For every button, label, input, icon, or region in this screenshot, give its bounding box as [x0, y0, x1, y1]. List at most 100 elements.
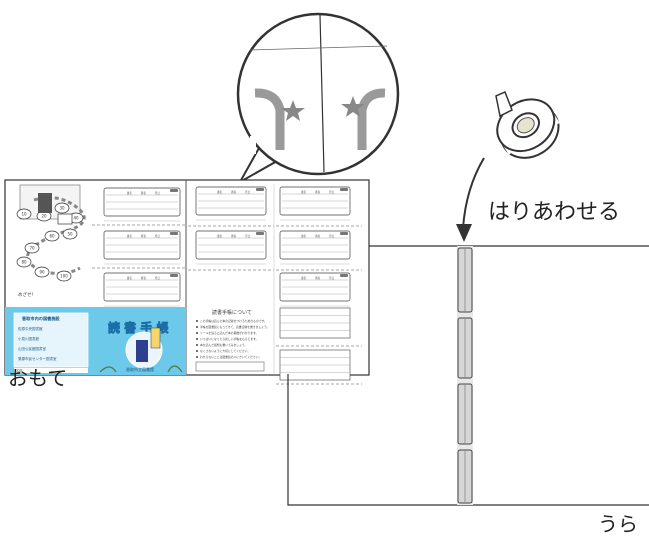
record-header: 月日: [155, 234, 161, 238]
rule-item: 手帳を図書館にもってきて、読書記録を書きましょう。: [200, 325, 269, 329]
bullet-icon: [196, 320, 198, 322]
record-cards-page3: 書名著者月日書名著者月日書名著者月日: [279, 186, 351, 381]
record-header: 書名: [127, 276, 133, 280]
record-header: 著者: [315, 276, 321, 280]
iris-flower-icon: [99, 365, 183, 373]
tape-end: [495, 90, 513, 118]
library-item: 栗源市民センター図書室: [18, 356, 57, 361]
record-header: 月日: [329, 234, 335, 238]
tape-instruction-label: はりあわせる: [488, 200, 621, 225]
record-header: 著者: [141, 191, 147, 195]
rule-item: わからないことは図書館の人にきいてください。: [200, 355, 261, 359]
record-card: 書名 著者 月日: [279, 272, 351, 307]
bullet-icon: [196, 332, 198, 334]
milestone-label: 80: [21, 260, 27, 265]
record-card: 書名 著者 月日: [195, 230, 267, 265]
record-table: [279, 349, 351, 381]
record-header: 月日: [155, 276, 161, 280]
record-header: 月日: [245, 190, 251, 194]
milestone-bubble: [54, 202, 70, 214]
bullet-icon: [196, 356, 198, 358]
record-header: 月日: [245, 234, 251, 238]
rule-item: なくさないように大切にしてください。: [200, 349, 250, 353]
record-header: 書名: [127, 191, 133, 195]
record-header: 著者: [141, 276, 147, 280]
rules-title: 読書手帳について: [212, 309, 252, 316]
record-card: 書名 著者 月日: [279, 230, 351, 265]
tape-roll-icon: [495, 90, 560, 159]
record-cards-page2: 書名著者月日書名著者月日: [195, 186, 267, 265]
magnifier-seam-line: [319, 14, 325, 173]
record-header: 書名: [301, 234, 307, 238]
rule-item: シールを貼ると読んだ本の冊数がわかります。: [200, 331, 258, 335]
milestone-bubble: [62, 228, 78, 240]
record-card: 書名 著者 月日: [103, 230, 181, 265]
milestone-label: 40: [73, 216, 79, 221]
front-side-label: おもて: [8, 366, 68, 390]
record-header: 著者: [231, 234, 237, 238]
record-header: 書名: [127, 234, 133, 238]
booklet-back: [287, 245, 649, 506]
record-header: 著者: [315, 234, 321, 238]
rules-list: この手帳は読んだ本の記録をつけるためのものです。手帳を図書館にもってきて、読書記…: [196, 319, 269, 359]
milestone-bubble: [24, 242, 40, 254]
milestone-bubble: [16, 256, 32, 268]
milestone-label: 50: [67, 232, 73, 237]
binding-curve-left: [254, 88, 285, 150]
milestone-bubble: [44, 230, 60, 242]
record-header: 月日: [155, 191, 161, 195]
milestone-label: 30: [59, 206, 65, 211]
name-field: [14, 368, 88, 373]
record-header: 書名: [301, 276, 307, 280]
milestone-label: 10: [21, 212, 27, 217]
arrow-head-icon: [456, 224, 472, 242]
bullet-icon: [196, 338, 198, 340]
tape-strip: [457, 246, 473, 505]
milestone-label: 20: [41, 214, 47, 219]
record-card: 書名 著者 月日: [195, 186, 267, 221]
rule-item: いっぱいになったら新しい手帳をもらえます。: [200, 337, 258, 341]
rule-item: この手帳は読んだ本の記録をつけるためのものです。: [200, 319, 267, 323]
milestone-label: 60: [49, 234, 55, 239]
library-item: 佐原中央図書館: [18, 326, 43, 331]
record-table: [279, 307, 351, 339]
magnifier-callout: [236, 12, 400, 185]
book-icon: [150, 327, 161, 349]
record-header: 月日: [329, 276, 335, 280]
bullet-icon: [196, 344, 198, 346]
record-header: 書名: [217, 190, 223, 194]
goal-label: めざせ！: [18, 291, 36, 298]
milestone-label: 70: [29, 246, 35, 251]
bullet-icon: [196, 326, 198, 328]
milestone-label: 90: [39, 270, 45, 275]
milestone-label: 100: [60, 274, 68, 279]
record-card: 書名 著者 月日: [279, 186, 351, 221]
library-item: 小見川図書館: [18, 336, 39, 341]
mascot-figure: [38, 193, 52, 213]
record-card: 書名 著者 月日: [103, 187, 181, 222]
back-side-label: うら: [598, 512, 638, 536]
milestone-bubble: [16, 208, 32, 220]
binding-curve-right: [357, 88, 386, 150]
star-icon: [281, 100, 305, 121]
record-header: 月日: [329, 190, 335, 194]
record-header: 著者: [231, 190, 237, 194]
star-icon: [341, 96, 365, 117]
record-header: 著者: [315, 190, 321, 194]
publisher-label: 香取市立図書館: [126, 366, 154, 372]
record-header: 書名: [301, 190, 307, 194]
milestone-bubble: [34, 266, 50, 278]
record-header: 著者: [141, 234, 147, 238]
record-header: 書名: [217, 234, 223, 238]
arrow-icon: [462, 157, 485, 229]
reading-tracker: 10 20 30 40 50 60 70 80 90 100 めざせ！: [16, 184, 86, 298]
library-info-panel: [13, 312, 89, 368]
record-cards-page1: 書名著者月日書名著者月日書名著者月日: [103, 187, 181, 307]
record-card: 書名 著者 月日: [103, 272, 181, 307]
milestone-bubble: [56, 270, 72, 282]
bullet-icon: [196, 350, 198, 352]
library-item: 山田公民館図書室: [18, 346, 46, 351]
